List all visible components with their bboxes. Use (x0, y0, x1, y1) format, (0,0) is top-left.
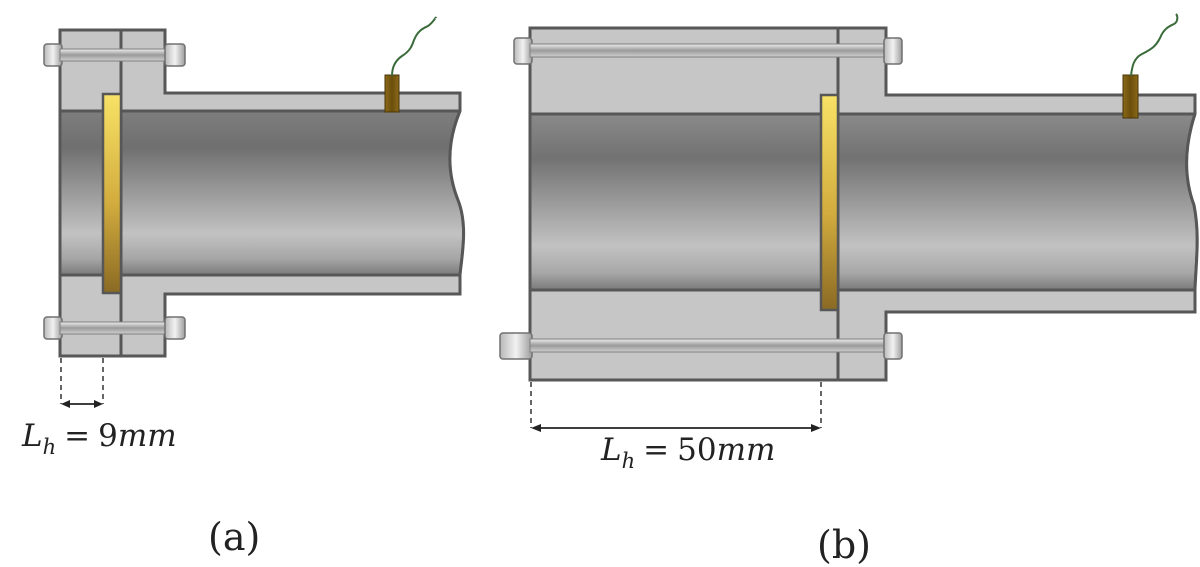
bolt-top-a (43, 43, 186, 67)
panel-label-a: (a) (208, 515, 260, 559)
pipe-bore-b (528, 112, 1199, 292)
dimension-b (530, 382, 822, 432)
sensor-a (384, 16, 437, 113)
dimension-label-b: Lh=50mm (600, 432, 775, 473)
dimension-a (60, 358, 104, 408)
panel-label-b: (b) (817, 523, 871, 567)
bolt-bottom-a (43, 316, 186, 340)
panel-a: Lh=9mm (a) (21, 16, 470, 559)
insert-plate-a (101, 92, 123, 295)
insert-plate-b (819, 93, 840, 312)
pipe-break-b (1186, 95, 1200, 312)
sensor-wire-b (1130, 13, 1179, 77)
dimension-label-a: Lh=9mm (21, 418, 177, 459)
bolt-bottom-b (499, 332, 903, 360)
bolt-top-b (513, 37, 903, 65)
pipe-break-a (449, 93, 470, 294)
panel-b: Lh=50mm (b) (499, 13, 1200, 567)
sensor-wire-a (391, 16, 437, 77)
sensor-b (1122, 13, 1179, 119)
